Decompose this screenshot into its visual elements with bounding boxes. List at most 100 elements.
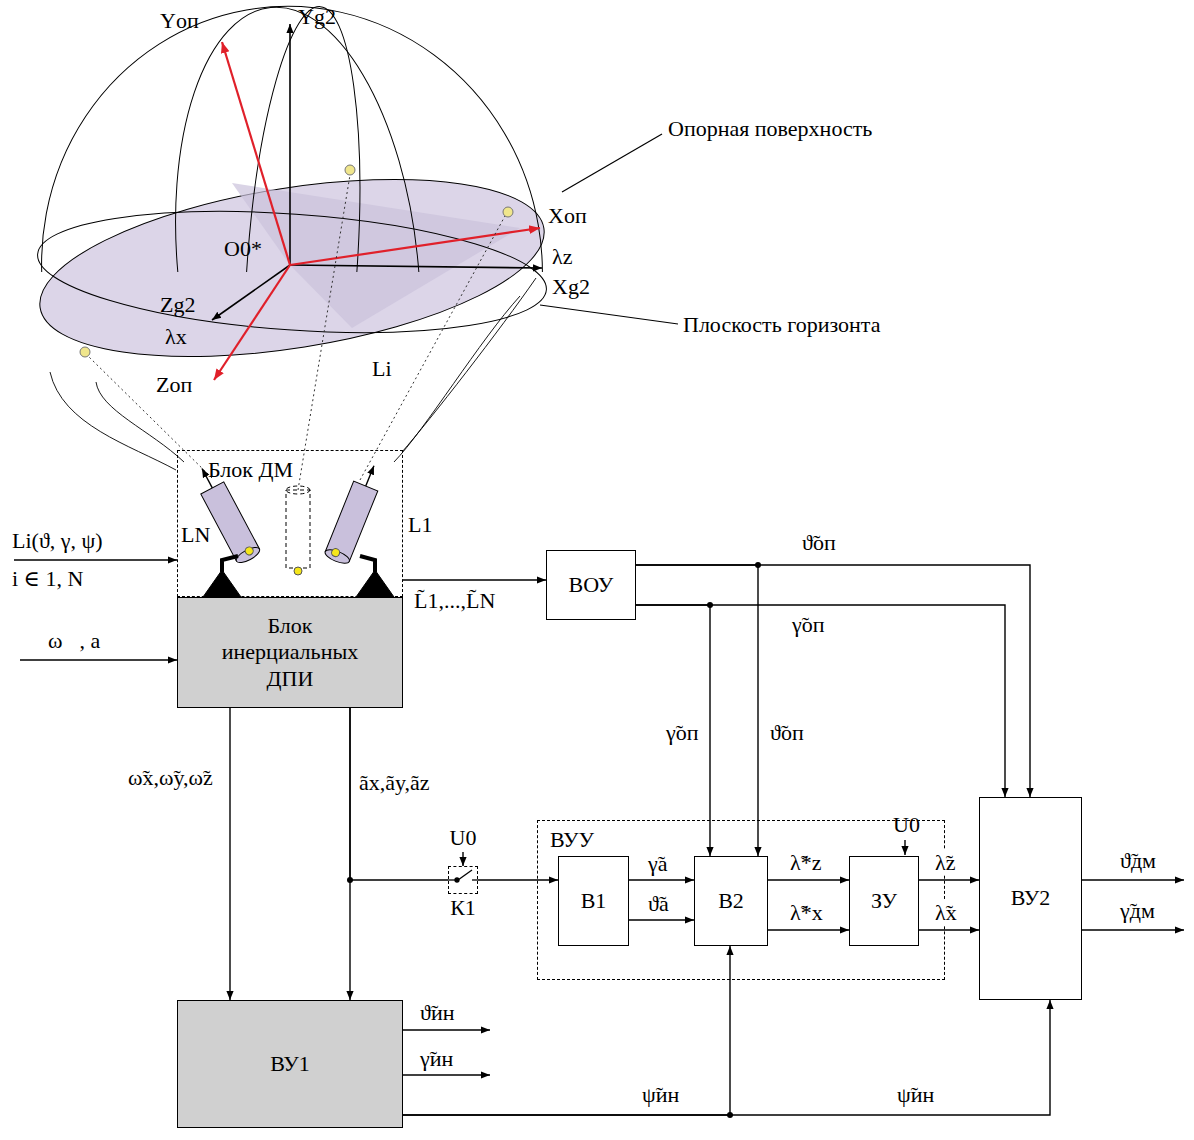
- control-unit-box: ВУУ В1 В2 ЗУ: [537, 820, 945, 980]
- signal-arrow: [636, 605, 1005, 797]
- axis-label: Xg2: [552, 274, 590, 299]
- input-label: ω⃗, a⃗: [48, 628, 117, 653]
- node-label: В1: [581, 888, 607, 914]
- signal-arrow: [478, 879, 558, 880]
- reference-sphere: [151, 0, 444, 272]
- sensor-heads: [286, 490, 310, 568]
- junction-dots: [347, 562, 761, 1118]
- signal-label: λ̃x: [933, 900, 959, 925]
- horizon-axes: [212, 265, 290, 320]
- leader-lines: [540, 134, 678, 324]
- sector-brackets: [50, 278, 536, 470]
- signal-arrow: [636, 605, 710, 856]
- signal-wires: [904, 840, 905, 855]
- leader-lines: [540, 305, 678, 324]
- signal-wires: [403, 1074, 490, 1075]
- node-label: ВУ1: [270, 1051, 309, 1077]
- axis-label: Zоп: [156, 372, 192, 397]
- output-label: γ̃ин: [420, 1046, 453, 1071]
- reference-sphere: [232, 183, 520, 328]
- sensor-mounts: [356, 570, 394, 597]
- signal-label: ϑ̃оп: [768, 720, 806, 745]
- sensor-heads: [366, 466, 374, 486]
- surface-name: Опорная поверхность: [668, 116, 872, 141]
- signal-arrow: [636, 565, 758, 856]
- signal-label: ãx,ãy,ãz: [357, 770, 432, 795]
- inertial-unit-box: Блок инерциальных ДПИ: [177, 597, 403, 708]
- surface-points: [80, 347, 90, 357]
- signal-arrow: [919, 879, 979, 880]
- sensor-mounts: [203, 570, 241, 597]
- axis-label: Zg2: [160, 292, 195, 317]
- signal-arrow: [919, 929, 979, 930]
- node-label: В2: [718, 888, 744, 914]
- signal-label: ψ̃ин: [895, 1082, 936, 1107]
- signal-wires: [1082, 879, 1184, 880]
- signal-label: λ̃z: [933, 850, 957, 875]
- reference-axes: [290, 228, 540, 265]
- process-box: ВОУ: [546, 550, 636, 620]
- reference-sphere: [0, 0, 583, 569]
- signal-label: γ̃a: [646, 851, 670, 876]
- sector-brackets: [402, 278, 536, 452]
- plane-name: Плоскость горизонта: [683, 312, 880, 337]
- output-label: ϑ̃дм: [1120, 848, 1156, 873]
- switch-symbol: [448, 870, 478, 882]
- ray-label: Li: [372, 356, 392, 381]
- node-label: Блок инерциальных ДПИ: [215, 613, 365, 692]
- sight-lines: [88, 356, 212, 478]
- sensor-mounts: [360, 556, 375, 572]
- signal-arrow: [229, 708, 230, 1000]
- signal-wires: [20, 659, 177, 660]
- signal-arrow: [403, 946, 730, 1115]
- node-label: ЗУ: [871, 888, 897, 914]
- axis-label: Xоп: [548, 203, 587, 228]
- sector-brackets: [394, 296, 520, 462]
- signal-label: γ̃оп: [790, 612, 827, 637]
- process-box: ВУ2: [979, 797, 1082, 1000]
- input-label: Li(ϑ, γ, ψ): [12, 528, 103, 553]
- reference-axes: [214, 42, 540, 380]
- angle-label: λz: [552, 244, 572, 269]
- signal-wires: [14, 560, 1184, 1075]
- signal-label: L̃1,...,L̃N: [412, 588, 497, 613]
- process-box: В1: [558, 856, 629, 946]
- surface-points: [503, 207, 513, 217]
- memory-box: ЗУ: [849, 856, 919, 946]
- sensor-heads: [201, 482, 260, 561]
- sensor-heads: [244, 546, 255, 557]
- horizon-axes: [289, 24, 291, 265]
- computer-box: ВУ1: [177, 1000, 403, 1128]
- signal-arrow: [768, 929, 849, 930]
- sensor-heads: [234, 545, 262, 566]
- origin-label: O0*: [224, 236, 262, 261]
- switch-symbol: [455, 878, 459, 882]
- sensor-heads: [323, 461, 386, 566]
- signal-arrow: [768, 879, 849, 880]
- sensor-heads: [330, 547, 340, 557]
- signal-label: ω̃x,ω̃y,ω̃z: [126, 765, 215, 790]
- signal-wires: [462, 852, 463, 866]
- node-label: Блок ДМ: [208, 457, 293, 483]
- input-label: i ∈ 1, N: [12, 566, 83, 591]
- node-label: U0: [450, 825, 477, 851]
- sensor-heads: [325, 481, 378, 561]
- sensor-heads: [286, 486, 310, 494]
- node-label: ВОУ: [569, 572, 614, 598]
- signal-wires: [1082, 929, 1184, 930]
- signal-label: γ̃оп: [664, 720, 701, 745]
- sensor-unit-box: Блок ДМ: [177, 450, 403, 597]
- sight-lines: [298, 175, 350, 490]
- node-label: ВУУ: [550, 827, 594, 853]
- axis-label: Yоп: [160, 8, 199, 33]
- output-label: ϑ̃ин: [420, 1000, 454, 1025]
- horizon-axes: [212, 24, 542, 320]
- signal-label: ϑ̃оп: [800, 530, 838, 555]
- signal-arrow: [629, 919, 694, 920]
- angle-label: λx: [165, 324, 187, 349]
- surface-points: [345, 165, 355, 175]
- axis-label: Yg2: [298, 4, 336, 29]
- ray-label: LN: [181, 522, 210, 547]
